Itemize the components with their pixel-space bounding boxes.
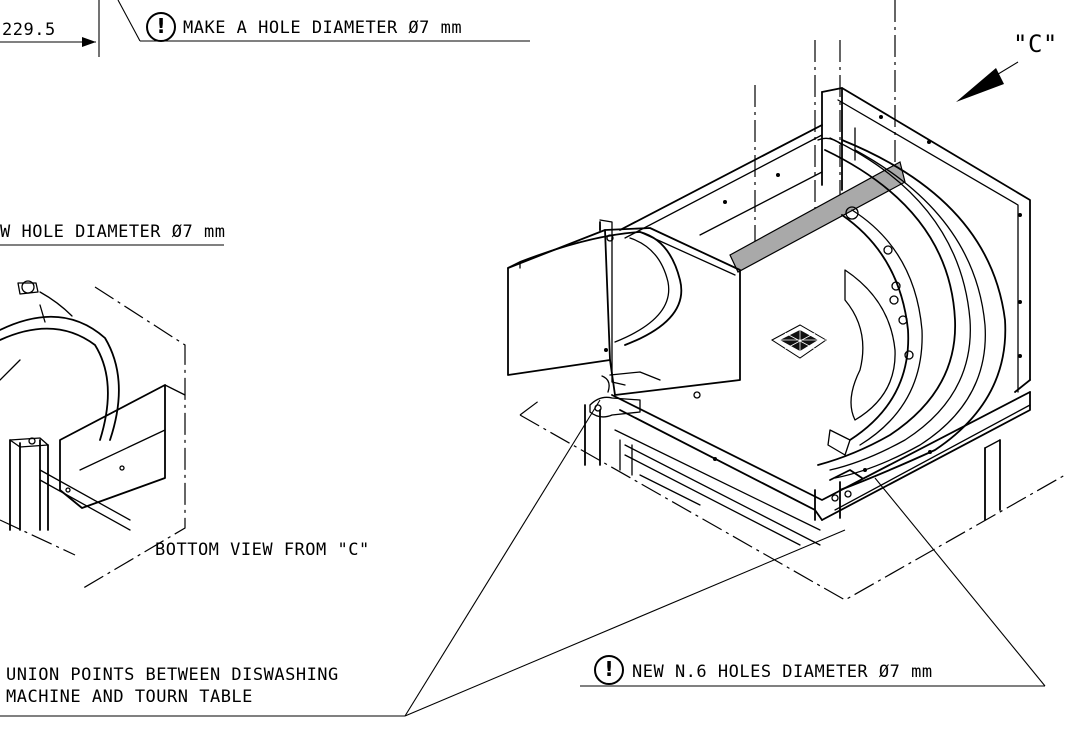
- left-note-text: W HOLE DIAMETER Ø7 mm: [0, 222, 226, 242]
- union-note-line2: MACHINE AND TOURN TABLE: [6, 687, 253, 707]
- dimension-value: 229.5: [2, 20, 56, 40]
- view-c-arrow: [956, 61, 1019, 102]
- top-note-text: MAKE A HOLE DIAMETER Ø7 mm: [183, 18, 463, 38]
- new-holes-note: NEW N.6 HOLES DIAMETER Ø7 mm: [632, 662, 933, 682]
- bottom-view-caption: BOTTOM VIEW FROM "C": [155, 540, 370, 560]
- view-c-label: "C": [1013, 30, 1058, 58]
- warning-icon: !: [146, 12, 176, 42]
- dimension-229-5: [0, 0, 100, 57]
- leader-lines: [0, 399, 1046, 717]
- warning-icon-holes: !: [594, 655, 624, 685]
- union-note-line1: UNION POINTS BETWEEN DISWASHING: [6, 665, 339, 685]
- top-note-leader: [117, 0, 530, 42]
- perforated-panel: [771, 324, 827, 359]
- left-detail-view: [0, 280, 186, 591]
- main-assembly: [507, 0, 1065, 601]
